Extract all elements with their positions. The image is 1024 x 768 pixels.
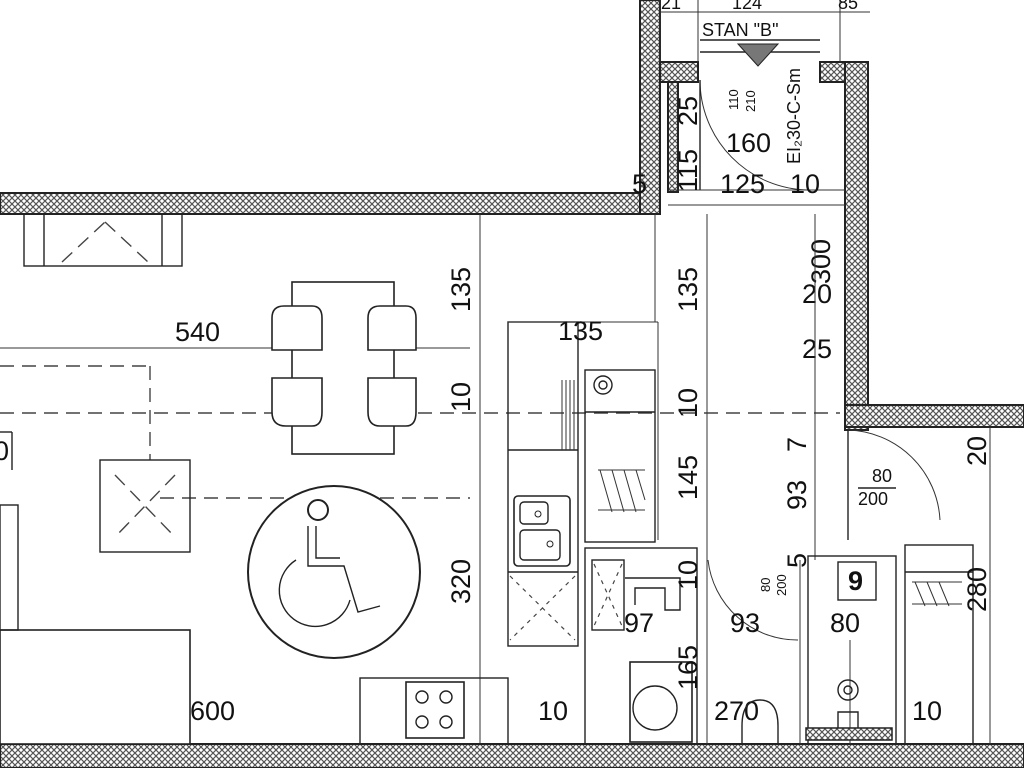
stove-counter [359, 677, 509, 745]
top-fragment-right: 85 [838, 0, 858, 13]
dim-270: 270 [714, 696, 759, 726]
dim-540: 540 [175, 317, 220, 347]
dim-10-right-room: 10 [912, 696, 942, 726]
dim-160: 160 [726, 128, 771, 158]
bathroom: 97 10 165 80 200 93 270 [584, 547, 801, 745]
dim-115: 115 [673, 149, 703, 192]
dim-10-left: 10 [446, 382, 476, 412]
stove [405, 681, 465, 739]
skylight-box [99, 459, 191, 553]
apartment-label: STAN "B" [702, 20, 778, 40]
dim-7: 7 [782, 437, 812, 452]
door-main-width: 110 [726, 89, 741, 110]
wall-corridor-inner-left [659, 61, 699, 83]
dim-20-right: 20 [802, 279, 832, 309]
dim-10-entry: 10 [790, 169, 820, 199]
wall-corridor-left [639, 0, 661, 215]
room-9: 9 80 80 200 [805, 429, 941, 745]
dim-320: 320 [446, 559, 476, 604]
dim-300: 300 [806, 239, 836, 284]
door-small-height: 200 [858, 489, 888, 509]
wall-right-vertical [844, 61, 869, 431]
wardrobe [584, 369, 656, 543]
dim-135-kitchen: 135 [558, 316, 603, 346]
sofa [0, 629, 191, 745]
dim-25-top: 25 [673, 96, 703, 126]
right-wardrobe [904, 544, 974, 745]
entry-zone: STAN "B" 21 124 85 [659, 0, 870, 206]
entry-arrow-icon [736, 43, 780, 67]
living-room: 540 135 10 320 600 0 [0, 214, 840, 745]
washer [591, 559, 625, 631]
dim-93-bath: 93 [730, 608, 760, 638]
room-9-badge [837, 561, 877, 601]
dim-97: 97 [624, 608, 654, 638]
right-room: 20 280 10 [904, 427, 992, 745]
chair-4 [367, 377, 417, 427]
dim-20-far-right: 20 [962, 436, 992, 466]
door-bath-height: 200 [774, 574, 789, 596]
dim-93-right: 93 [782, 480, 812, 510]
kitchen-sink [513, 495, 571, 567]
top-fragment-left: 21 [661, 0, 681, 13]
door-small-width: 80 [872, 466, 892, 486]
dim-10-kitchen: 10 [538, 696, 568, 726]
dim-5-entry: 5 [632, 169, 647, 199]
dim-165: 165 [673, 645, 703, 690]
hall: 135 10 145 300 20 25 7 93 5 [584, 214, 836, 744]
dim-145: 145 [673, 455, 703, 500]
room-fragment-label: 0 [0, 436, 9, 466]
dim-280: 280 [962, 567, 992, 612]
dim-80: 80 [830, 608, 860, 638]
chair-2 [367, 305, 417, 351]
door-main-rating: EI₂30-C-Sm [784, 68, 804, 164]
door-bath-width: 80 [758, 578, 773, 592]
dim-25-right: 25 [802, 334, 832, 364]
dim-600: 600 [190, 696, 235, 726]
wall-right-horizontal [844, 404, 1024, 428]
chair-3 [271, 377, 323, 427]
dim-10-hall: 10 [673, 388, 703, 418]
dim-135-hall: 135 [673, 267, 703, 312]
wall-entry-post-left [667, 81, 679, 193]
dim-135-left: 135 [446, 267, 476, 312]
dim-5-right: 5 [782, 553, 812, 568]
wall-top-left [0, 192, 661, 215]
door-main-height: 210 [743, 90, 758, 112]
top-fragment-mid: 124 [732, 0, 762, 13]
chair-1 [271, 305, 323, 351]
door-main-label: 110 210 EI₂30-C-Sm 160 25 115 125 10 5 [632, 68, 820, 199]
window-top-left [23, 213, 183, 267]
kitchen: 135 10 [359, 316, 659, 745]
wheelchair-accessibility-icon [247, 485, 421, 659]
dim-10-bath: 10 [673, 560, 703, 590]
dim-125: 125 [720, 169, 765, 199]
room-9-number: 9 [848, 566, 863, 596]
kitchen-counter [507, 321, 579, 647]
wall-bottom [0, 743, 1024, 768]
